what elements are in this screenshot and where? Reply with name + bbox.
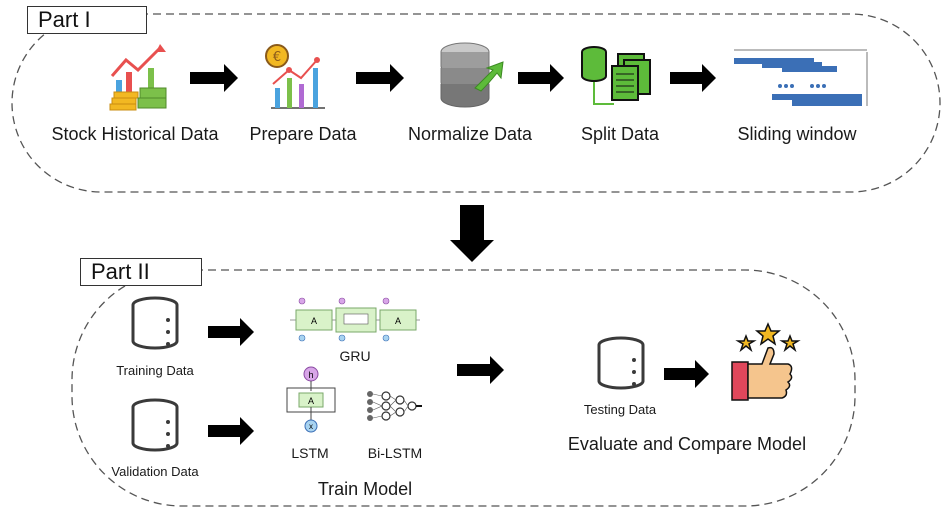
svg-text:€: € — [273, 50, 281, 65]
step-label-sliding: Sliding window — [737, 124, 857, 144]
validation-data-label: Validation Data — [111, 464, 199, 479]
step-label-prepare: Prepare Data — [249, 124, 357, 144]
step-label-normalize: Normalize Data — [407, 124, 533, 144]
gru-cell-a-left: A — [311, 316, 317, 326]
testing-database-icon — [597, 336, 645, 390]
lstm-h-letter: h — [308, 370, 313, 380]
gru-cell-a-right: A — [395, 316, 401, 326]
stock-chart-money-icon — [109, 44, 167, 111]
step-label-stock: Stock Historical Data — [51, 124, 219, 144]
step-label-split: Split Data — [580, 124, 660, 144]
arrow-right-icon — [190, 64, 716, 92]
database-normalize-icon — [440, 42, 504, 108]
train-model-label: Train Model — [317, 479, 413, 499]
arrow-down-icon — [450, 205, 494, 262]
lstm-diagram-icon: h A x — [286, 366, 336, 433]
training-database-icon — [131, 296, 179, 350]
bilstm-network-icon — [367, 391, 422, 421]
lstm-x-letter: x — [309, 422, 313, 431]
part2-title: Part II — [80, 258, 202, 286]
lstm-cell-letter: A — [308, 396, 314, 406]
database-split-icon — [581, 46, 651, 105]
training-data-label: Training Data — [116, 363, 194, 378]
thumbs-up-stars-icon — [731, 322, 801, 401]
gru-diagram-icon: A A — [290, 297, 420, 342]
bilstm-label: Bi-LSTM — [367, 445, 423, 461]
part1-title: Part I — [27, 6, 147, 34]
evaluate-compare-label: Evaluate and Compare Model — [567, 434, 807, 454]
gru-label: GRU — [339, 348, 371, 364]
data-preparation-chart-icon: € — [265, 44, 325, 109]
lstm-label: LSTM — [291, 445, 329, 461]
sliding-window-icon — [734, 49, 868, 106]
validation-database-icon — [131, 398, 179, 452]
testing-data-label: Testing Data — [583, 402, 657, 417]
